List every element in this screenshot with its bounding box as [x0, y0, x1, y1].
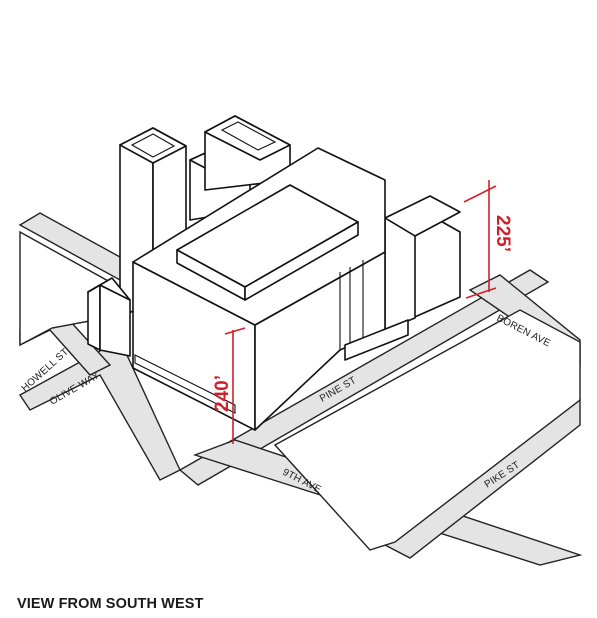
view-caption: VIEW FROM SOUTH WEST	[17, 596, 204, 612]
proposed-building	[132, 147, 461, 431]
dim-225-tick-top	[463, 185, 497, 203]
block-south	[273, 309, 581, 551]
dim-240-tick-top	[224, 327, 246, 335]
small-building-west-face	[87, 284, 101, 351]
tall-tower-roof-box	[130, 133, 176, 158]
podium-base-step	[344, 319, 409, 361]
tall-tower-roof	[119, 127, 187, 164]
dimension-240: 240’	[212, 327, 246, 444]
lower-retail-band	[134, 354, 236, 414]
pine-st-roadway	[178, 269, 550, 486]
roof-penthouse-side	[244, 221, 359, 301]
dim-240-label: 240’	[212, 375, 233, 412]
dim-225-label: 225’	[492, 215, 513, 252]
rear-tower-roof-box	[220, 121, 277, 151]
east-wing-west-face	[384, 217, 416, 331]
isometric-site-diagram: HOWELL ST OLIVE WAY PINE ST 9TH AVE BORE…	[18, 115, 583, 566]
small-building-roof	[87, 277, 131, 301]
dimension-225: 225’	[463, 180, 513, 299]
rear-tower-roof	[204, 115, 291, 161]
dim-225-tick-bottom	[465, 287, 497, 299]
